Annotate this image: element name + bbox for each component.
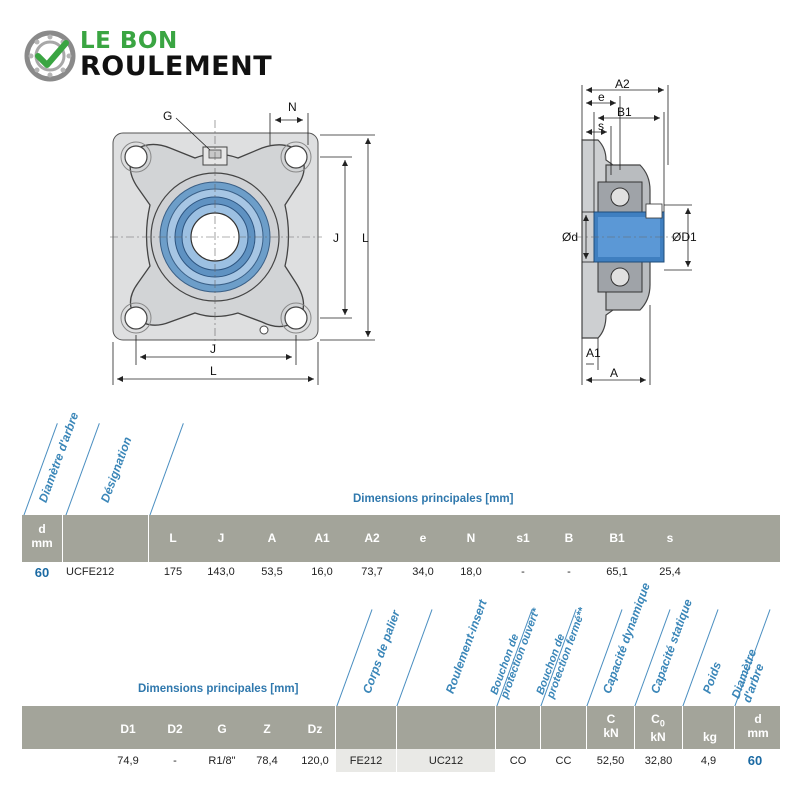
table1-col-n: N: [466, 531, 476, 545]
table2-col-z: Z: [263, 722, 271, 736]
header-open-cap: Bouchon de protection ouvert*: [488, 606, 543, 700]
table1-col-b1: B1: [609, 531, 625, 545]
table2-value-c0: 32,80: [644, 755, 673, 767]
table1-col-b: B: [564, 531, 574, 545]
table1-value-s: 25,4: [659, 566, 681, 578]
table1-value-s1: -: [521, 566, 525, 578]
table2-header-band: [22, 706, 780, 749]
column-divider: [495, 706, 496, 749]
table2-col-c0: C0 kN: [650, 712, 666, 745]
table1-col-e: e: [419, 531, 427, 545]
table2-col-c: C kN: [603, 712, 619, 740]
table2-value-d2: -: [173, 755, 177, 767]
table2-col-kg: kg: [702, 730, 717, 744]
column-divider: [586, 706, 587, 749]
table1-value-d: 60: [34, 565, 50, 580]
label-a: A: [610, 366, 618, 380]
table2-value-z: 78,4: [256, 755, 278, 767]
label-d: Ød: [562, 230, 578, 244]
table1-value-e: 34,0: [412, 566, 434, 578]
table1-col-s: s: [666, 531, 674, 545]
label-l-vertical: L: [362, 231, 369, 245]
side-view: A2 e B1 s Ød ØD1 A1 A: [562, 77, 697, 385]
header-designation: Désignation: [97, 435, 135, 505]
header-shaft-diameter-2: Diamètre d'arbre: [728, 647, 767, 705]
table2-value-closed-cap: CC: [555, 755, 572, 767]
column-divider: [148, 515, 149, 562]
header-weight: Poids: [699, 659, 725, 696]
table1-value-b1: 65,1: [606, 566, 628, 578]
table2-value-c: 52,50: [596, 755, 625, 767]
table2-group-title: Dimensions principales [mm]: [138, 683, 299, 695]
logo-line2: ROULEMENT: [80, 51, 273, 82]
label-b1: B1: [617, 105, 632, 119]
technical-drawing: G N J L J L: [110, 77, 697, 385]
label-l-horizontal: L: [210, 364, 217, 378]
table1-value-a2: 73,7: [361, 566, 383, 578]
column-divider: [540, 706, 541, 749]
column-divider: [335, 706, 336, 749]
bearing-check-icon: [24, 30, 76, 82]
table1-value-n: 18,0: [460, 566, 482, 578]
column-divider: [734, 706, 735, 749]
logo-line1: LE BON: [80, 28, 178, 54]
label-n: N: [288, 100, 297, 114]
column-divider: [62, 515, 63, 562]
column-divider: [634, 706, 635, 749]
label-a1: A1: [586, 346, 601, 360]
front-view: G N J L J L: [110, 100, 375, 385]
column-divider: [396, 706, 397, 749]
label-e: e: [598, 90, 605, 104]
table2-col-d: d mm: [747, 712, 769, 740]
table2-col-d2: D2: [167, 722, 183, 736]
table2-col-d1: D1: [120, 722, 136, 736]
label-s: s: [598, 119, 604, 133]
table2-col-g: G: [217, 722, 227, 736]
table1-col-l: L: [169, 531, 177, 545]
table1-value-j: 143,0: [207, 566, 235, 578]
table1-col-d: d mm: [31, 522, 53, 550]
table1-value-b: -: [567, 566, 571, 578]
label-j-horizontal: J: [210, 342, 216, 356]
table1-col-j: J: [217, 531, 225, 545]
housing-cell-bg: [336, 749, 396, 772]
table2-value-g: R1/8": [208, 755, 236, 767]
insert-cell-bg: [397, 749, 495, 772]
table1-value-l: 175: [163, 566, 183, 578]
table1-col-a1: A1: [314, 531, 330, 545]
table2-value-d1: 74,9: [117, 755, 139, 767]
header-closed-cap: Bouchon de protection fermé**: [534, 606, 589, 700]
table1-value-a: 53,5: [261, 566, 283, 578]
table1-col-s1: s1: [516, 531, 530, 545]
table2-value-insert: UC212: [428, 755, 464, 767]
table2-value-dz: 120,0: [301, 755, 329, 767]
label-j-vertical: J: [333, 231, 339, 245]
label-a2: A2: [615, 77, 630, 91]
header-slash: [396, 609, 433, 708]
table2-value-housing: FE212: [349, 755, 383, 767]
label-d1: ØD1: [672, 230, 697, 244]
table2-value-d: 60: [747, 753, 763, 768]
table1-col-a: A: [267, 531, 277, 545]
header-insert: Roulement-insert: [442, 597, 490, 696]
header-slash: [148, 423, 184, 520]
logo: LE BON ROULEMENT: [24, 28, 304, 84]
table1-group-title: Dimensions principales [mm]: [353, 493, 514, 505]
table1-value-designation: UCFE212: [66, 566, 115, 578]
table2-col-dz: Dz: [307, 722, 323, 736]
table2-value-open-cap: CO: [509, 755, 527, 767]
table1-col-a2: A2: [364, 531, 380, 545]
column-divider: [682, 706, 683, 749]
label-g: G: [163, 109, 172, 123]
table2-value-weight: 4,9: [700, 755, 717, 767]
table1-value-a1: 16,0: [311, 566, 333, 578]
